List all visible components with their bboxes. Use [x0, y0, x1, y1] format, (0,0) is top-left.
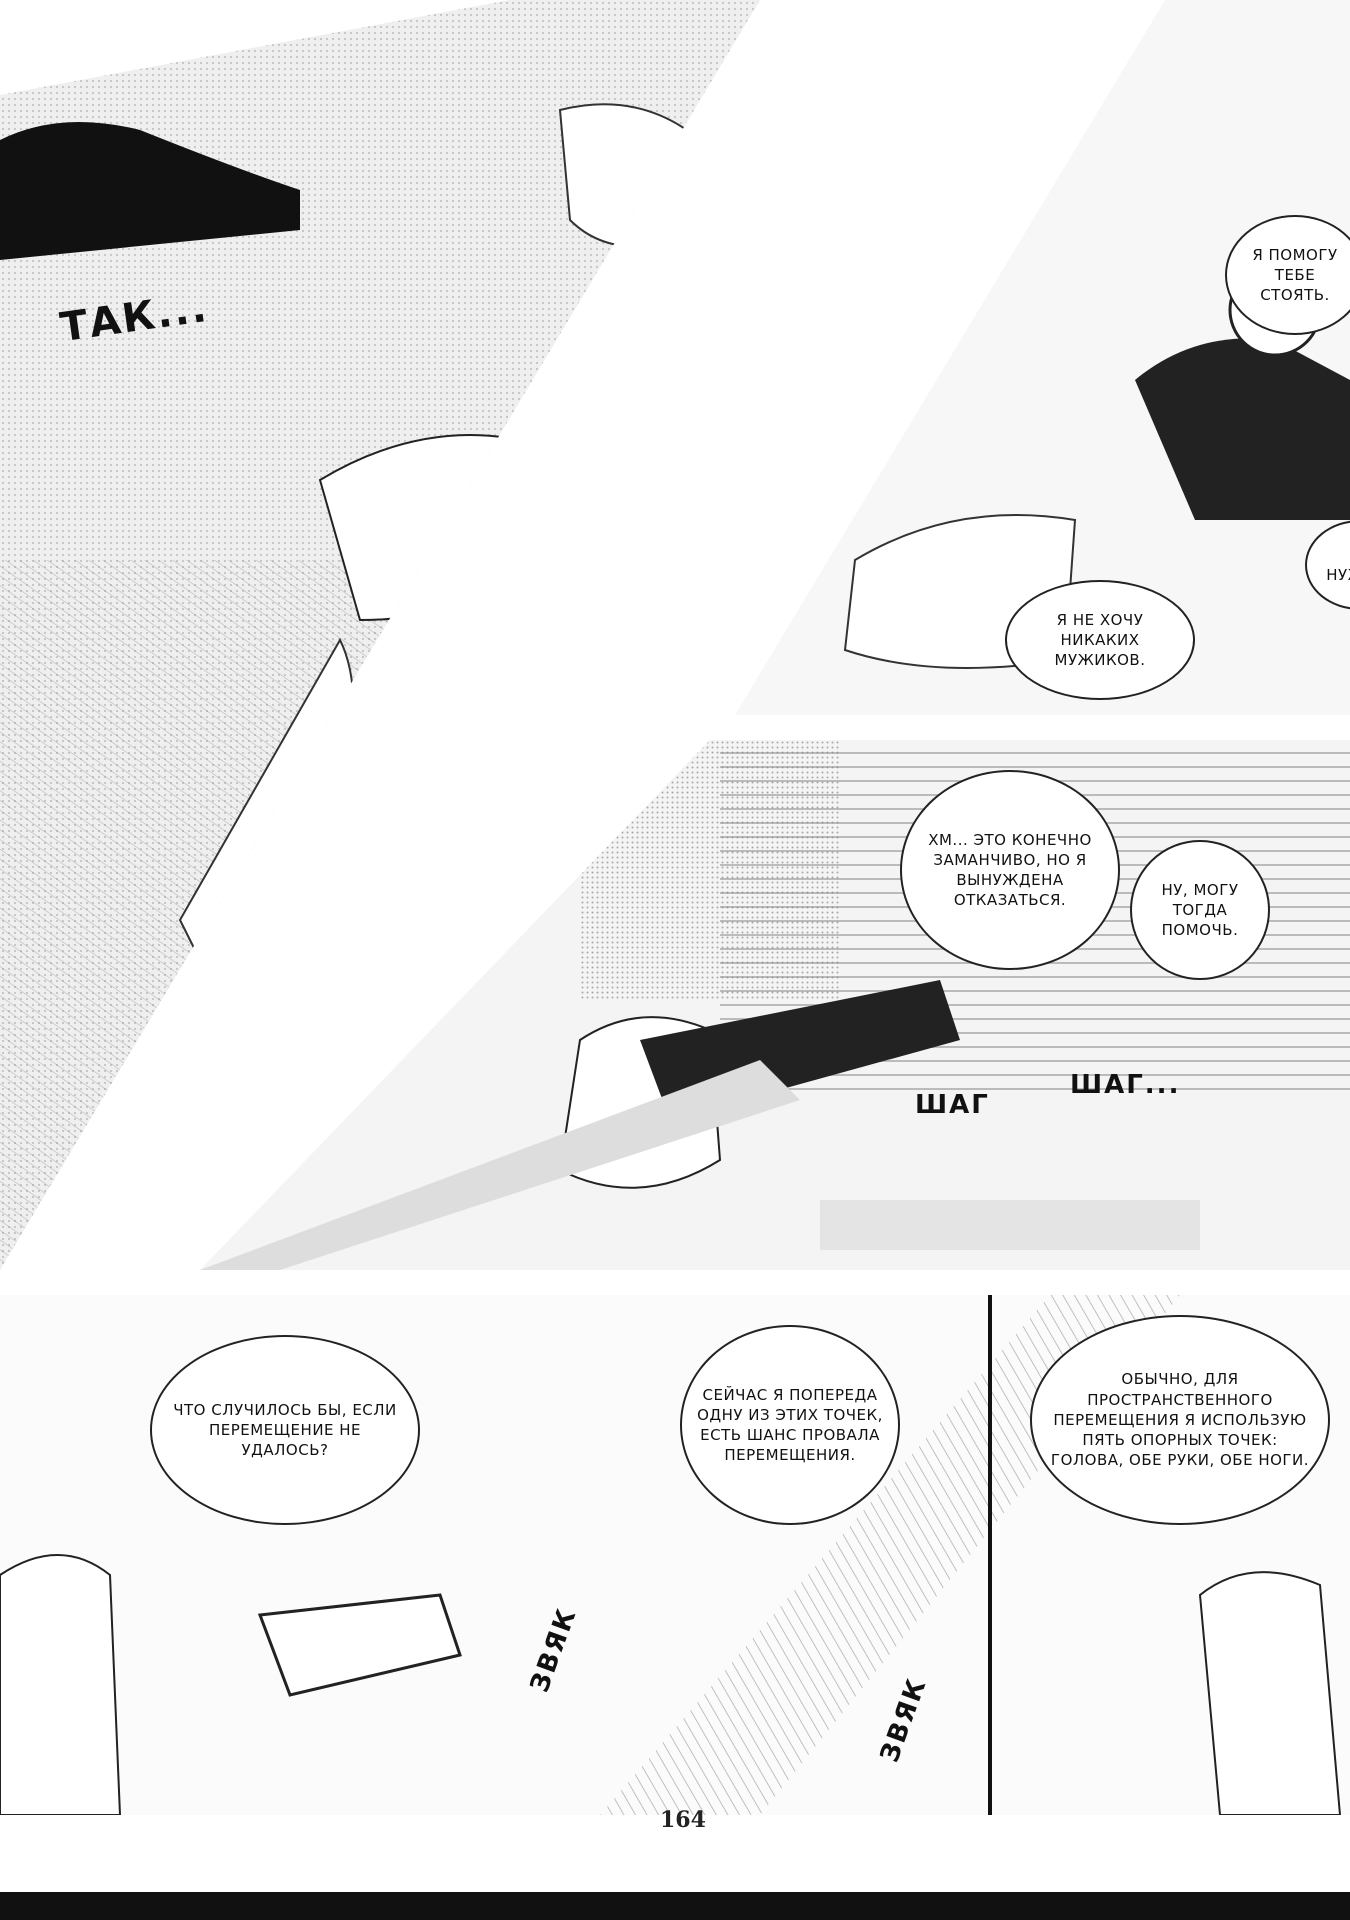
- sfx-text: ШАГ...: [1070, 1070, 1181, 1100]
- speech-bubble: Я ПОМОГУ ТЕБЕ СТОЯТЬ.: [1225, 215, 1350, 335]
- panel-bottom: ЧТО СЛУЧИЛОСЬ БЫ, ЕСЛИ ПЕРЕМЕЩЕНИЕ НЕ УД…: [0, 1295, 1350, 1815]
- speech-bubble: ОБЫЧНО, ДЛЯ ПРОСТРАНСТВЕННОГО ПЕРЕМЕЩЕНИ…: [1030, 1315, 1330, 1525]
- speech-bubble: ХМ... ЭТО КОНЕЧНО ЗАМАНЧИВО, НО Я ВЫНУЖД…: [900, 770, 1120, 970]
- bottom-border: [0, 1892, 1350, 1920]
- speech-bubble: НУ, МОГУ ТОГДА ПОМОЧЬ.: [1130, 840, 1270, 980]
- speech-bubble: ЧТО СЛУЧИЛОСЬ БЫ, ЕСЛИ ПЕРЕМЕЩЕНИЕ НЕ УД…: [150, 1335, 420, 1525]
- panel-top-right: Я ПОМОГУ ТЕБЕ СТОЯТЬ. НЕ НУЖНО. Я НЕ ХОЧ…: [735, 0, 1350, 715]
- speech-bubble: Я НЕ ХОЧУ НИКАКИХ МУЖИКОВ.: [1005, 580, 1195, 700]
- page-number: 164: [660, 1807, 706, 1833]
- panel-middle-right: ХМ... ЭТО КОНЕЧНО ЗАМАНЧИВО, НО Я ВЫНУЖД…: [200, 740, 1350, 1270]
- panel-middle-right-art: [200, 740, 1350, 1270]
- speech-bubble: СЕЙЧАС Я ПОПЕРЕДА ОДНУ ИЗ ЭТИХ ТОЧЕК, ЕС…: [680, 1325, 900, 1525]
- sfx-text: ШАГ: [915, 1090, 990, 1120]
